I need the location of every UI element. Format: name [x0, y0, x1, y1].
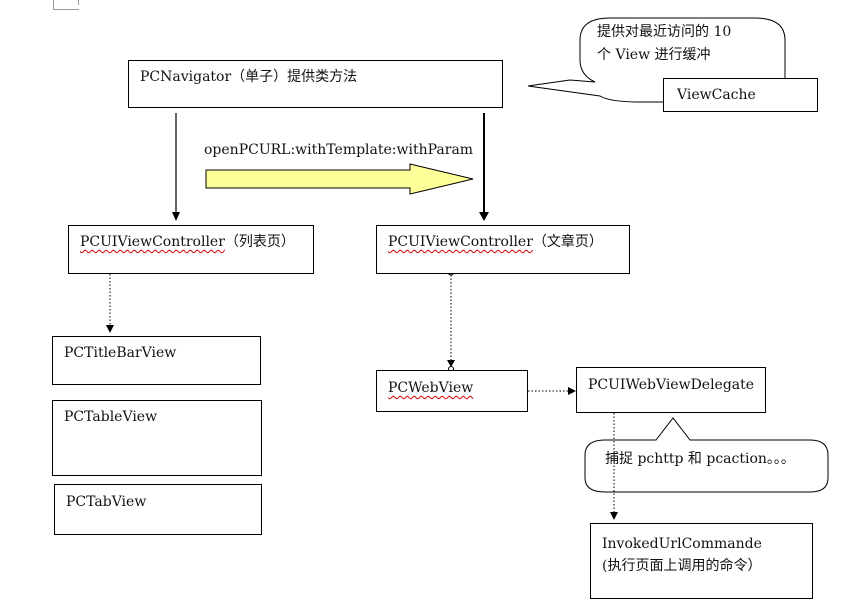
view-cache-box: ViewCache	[663, 78, 818, 112]
navigator-box: PCNavigator（单子）提供类方法	[128, 60, 503, 108]
view-cache-label: ViewCache	[677, 87, 756, 103]
arrowhead-webview-to-delegate	[568, 387, 576, 395]
tab-view-label: PCTabView	[66, 494, 147, 510]
page-corner-mark-tick	[70, 0, 79, 5]
invoked-command-desc: (执行页面上调用的命令）	[602, 558, 762, 574]
arrowhead-navigator-to-list	[172, 212, 180, 221]
list-controller-suffix: （列表页）	[224, 234, 295, 250]
arrowhead-navigator-to-article	[479, 212, 489, 221]
invoked-command-box: InvokedUrlCommande (执行页面上调用的命令）	[590, 523, 813, 599]
article-controller-box: PCUIViewController（文章页）	[376, 225, 630, 274]
arrowhead-delegate-to-command	[610, 512, 618, 520]
arrowhead-article-to-webview	[447, 360, 455, 367]
list-controller-box: PCUIViewController（列表页）	[68, 225, 314, 274]
table-view-box: PCTableView	[52, 400, 262, 476]
title-bar-view-label: PCTitleBarView	[64, 345, 177, 361]
web-view-label: PCWebView	[388, 380, 474, 396]
list-controller-class-name: PCUIViewController	[80, 234, 225, 250]
invoked-command-name: InvokedUrlCommande	[602, 536, 762, 552]
top-callout-text: 提供对最近访问的 10 个 View 进行缓冲	[597, 21, 731, 67]
bottom-callout-bubble	[584, 417, 829, 493]
open-url-method-label: openPCURL:withTemplate:withParam	[204, 142, 474, 158]
title-bar-view-box: PCTitleBarView	[52, 336, 261, 385]
web-view-box: PCWebView	[376, 370, 528, 412]
navigator-label: PCNavigator（单子）提供类方法	[140, 69, 358, 85]
table-view-label: PCTableView	[64, 409, 158, 425]
top-callout-line1: 提供对最近访问的 10	[597, 24, 732, 40]
web-view-delegate-label: PCUIWebViewDelegate	[588, 377, 755, 393]
tab-view-box: PCTabView	[54, 484, 262, 535]
web-view-delegate-box: PCUIWebViewDelegate	[576, 367, 766, 413]
article-controller-class-name: PCUIViewController	[388, 234, 533, 250]
top-callout-line2: 个 View 进行缓冲	[597, 47, 711, 63]
arrowhead-list-to-titlebar	[106, 325, 114, 333]
bottom-callout-text: 捕捉 pchttp 和 pcaction。。。	[605, 451, 795, 467]
page-corner-mark	[53, 0, 79, 10]
block-arrow	[205, 163, 474, 195]
article-controller-suffix: （文章页）	[532, 234, 603, 250]
